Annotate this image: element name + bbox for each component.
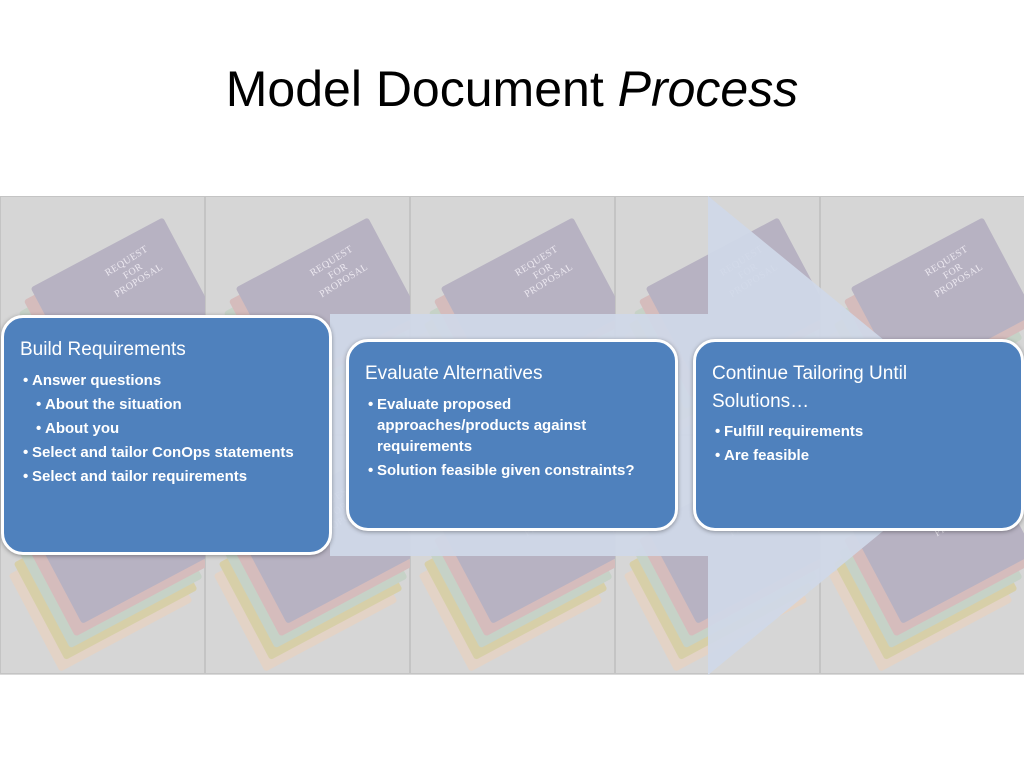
bullet-item: •Evaluate proposed approaches/products a…	[368, 395, 587, 455]
step-title: Build Requirements	[20, 339, 186, 360]
bullet-item: •About you	[36, 419, 120, 437]
step-list: •Answer questions •About the situation •…	[20, 370, 315, 487]
bullet-item: •Select and tailor requirements	[23, 467, 248, 485]
title-main: Model Document	[225, 61, 604, 117]
slide-title: Model Document Process	[0, 62, 1024, 117]
bullet-item: •Solution feasible given constraints?	[368, 461, 635, 479]
step-list: •Fulfill requirements •Are feasible	[712, 421, 1007, 466]
bullet-item: •Are feasible	[715, 447, 810, 465]
step-build-requirements: Build Requirements •Answer questions •Ab…	[1, 315, 332, 555]
title-emphasis: Process	[617, 61, 799, 117]
bullet-item: •About the situation	[36, 395, 182, 413]
bullet-item: •Fulfill requirements	[715, 423, 864, 441]
step-list: •Evaluate proposed approaches/products a…	[365, 394, 661, 481]
step-continue-tailoring: Continue Tailoring Until Solutions… •Ful…	[693, 339, 1024, 531]
bullet-item: •Answer questions	[23, 371, 162, 389]
step-evaluate-alternatives: Evaluate Alternatives •Evaluate proposed…	[346, 339, 678, 531]
step-title: Evaluate Alternatives	[365, 363, 543, 384]
bullet-item: •Select and tailor ConOps statements	[23, 443, 294, 461]
step-title: Continue Tailoring Until Solutions…	[712, 363, 908, 412]
